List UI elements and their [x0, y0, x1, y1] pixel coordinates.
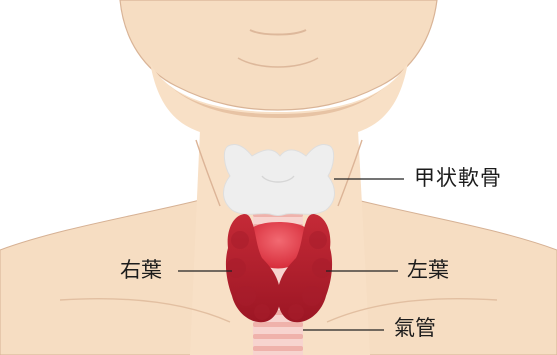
- thyroid-gland: [226, 214, 332, 322]
- thyroid-cartilage-label: 甲状軟骨: [414, 168, 502, 189]
- trachea-label: 氣管: [394, 318, 436, 339]
- left-lobe-label: 左葉: [407, 260, 449, 281]
- thyroid-cartilage: [224, 144, 335, 215]
- right-lobe-label: 右葉: [120, 260, 162, 281]
